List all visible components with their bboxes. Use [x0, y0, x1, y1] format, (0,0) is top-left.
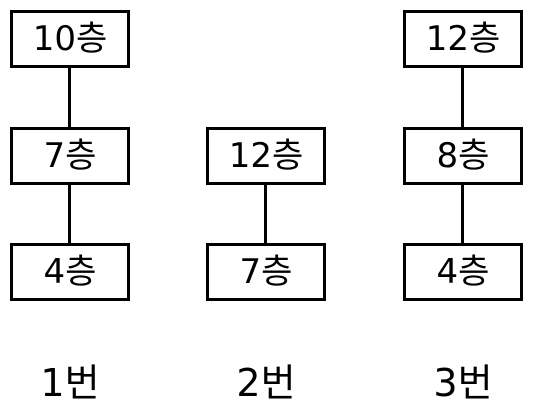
connector-line — [68, 68, 71, 127]
floor-box-3-top: 12층 — [403, 10, 523, 68]
floor-box-1-bottom: 4층 — [10, 243, 130, 301]
connector-line — [461, 185, 464, 243]
floor-box-1-middle: 7층 — [10, 127, 130, 185]
connector-line — [461, 68, 464, 127]
floor-box-2-top: 12층 — [206, 127, 326, 185]
connector-line — [264, 185, 267, 243]
floor-box-3-bottom: 4층 — [403, 243, 523, 301]
column-label-2: 2번 — [236, 361, 296, 405]
connector-line — [68, 185, 71, 243]
column-label-1: 1번 — [40, 361, 100, 405]
column-label-3: 3번 — [433, 361, 493, 405]
elevator-2-diagram: 12층 7층 2번 — [206, 0, 326, 418]
elevator-3-diagram: 12층 8층 4층 3번 — [403, 0, 523, 418]
floor-box-1-top: 10층 — [10, 10, 130, 68]
floor-box-3-middle: 8층 — [403, 127, 523, 185]
elevator-1-diagram: 10층 7층 4층 1번 — [10, 0, 130, 418]
floor-box-2-bottom: 7층 — [206, 243, 326, 301]
